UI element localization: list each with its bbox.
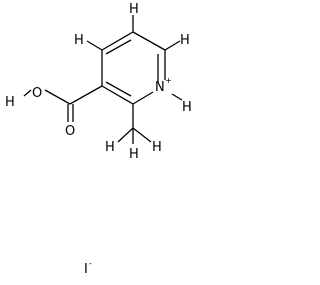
- bond-c5-c4: [101, 31, 134, 51]
- bond-methyl-h-left: [117, 127, 134, 143]
- bond-n1-h-lower: [171, 93, 183, 101]
- bond-c3-c2: [101, 85, 134, 105]
- bond-c6-h: [164, 40, 181, 51]
- atom-n-ring: N: [155, 80, 165, 95]
- counterion: I -: [84, 259, 92, 277]
- bond-c3-c2-inner: [105, 81, 132, 97]
- atom-h-right: H: [180, 33, 190, 48]
- iodide-charge: -: [89, 259, 92, 268]
- iodide-symbol: I: [84, 262, 88, 277]
- bond-c5-c4-inner: [105, 39, 132, 55]
- atom-h-methyl-left: H: [105, 140, 115, 155]
- bond-c2-carboxyl: [69, 85, 103, 105]
- bond-n1-c2: [132, 91, 154, 105]
- atom-h-left: H: [74, 33, 84, 48]
- bond-c5-c6: [132, 31, 166, 51]
- atom-h-methyl-right: H: [152, 140, 162, 155]
- atom-h-top: H: [129, 2, 139, 17]
- atom-n-charge: +: [165, 76, 172, 85]
- bond-carboxyl-oh: [44, 89, 71, 105]
- bond-methyl-h-right: [132, 127, 152, 143]
- bond-c4-h: [86, 40, 103, 51]
- substituent-bonds: [23, 15, 183, 144]
- pyridinium-ring: [101, 31, 166, 105]
- molecule-diagram: H H H N + H H O O H H H I -: [5, 2, 192, 277]
- atom-o-hydroxyl: O: [32, 86, 42, 101]
- atom-h-hydroxyl: H: [5, 95, 15, 110]
- atom-h-methyl-bottom: H: [129, 147, 139, 162]
- bond-oh-h: [23, 89, 32, 97]
- atom-h-lower-right: H: [182, 100, 192, 115]
- atom-o-carbonyl: O: [65, 124, 75, 139]
- atom-labels: H H H N + H H O O H H H: [5, 2, 192, 162]
- structure-canvas: H H H N + H H O O H H H I -: [5, 2, 192, 277]
